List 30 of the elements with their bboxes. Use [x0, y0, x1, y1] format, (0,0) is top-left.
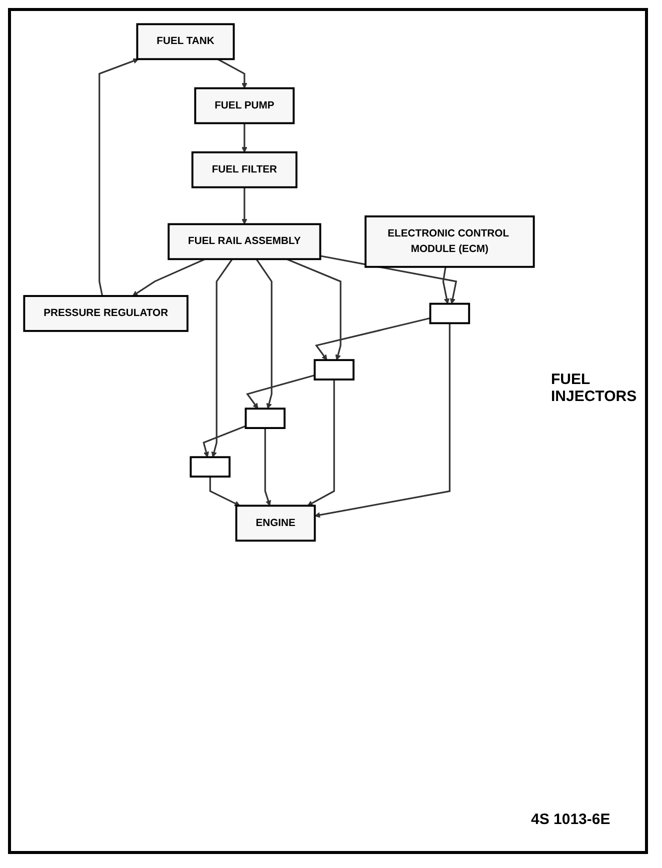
- arrow: [242, 123, 248, 153]
- node-box: PRESSURE REGULATOR: [23, 295, 188, 332]
- arrow: [242, 187, 248, 224]
- arrow: [98, 58, 139, 296]
- arrow: [314, 317, 430, 360]
- node-box: FUEL RAIL ASSEMBLY: [168, 223, 322, 260]
- arrow: [132, 258, 206, 296]
- node-box: FUEL PUMP: [194, 87, 295, 124]
- arrow: [246, 374, 315, 409]
- node-box: [429, 302, 470, 324]
- arrow: [211, 258, 233, 458]
- node-box: [190, 456, 231, 478]
- node-box: ELECTRONIC CONTROL MODULE (ECM): [364, 215, 535, 268]
- arrow: [256, 258, 272, 409]
- arrow: [264, 428, 271, 506]
- arrow: [307, 380, 335, 506]
- arrow: [314, 323, 450, 518]
- arrow: [217, 58, 248, 88]
- arrow: [202, 425, 246, 458]
- arrow: [286, 258, 342, 360]
- arrow: [442, 266, 450, 304]
- node-box: [314, 359, 354, 380]
- node-box: [244, 408, 286, 429]
- node-box: FUEL FILTER: [191, 151, 298, 188]
- arrow: [320, 255, 458, 304]
- node-box: FUEL TANK: [136, 23, 235, 60]
- arrow: [209, 476, 240, 506]
- node-box: ENGINE: [235, 504, 316, 542]
- figure-number: 4S 1013-6E: [531, 811, 610, 828]
- group-caption: FUEL INJECTORS: [551, 371, 638, 405]
